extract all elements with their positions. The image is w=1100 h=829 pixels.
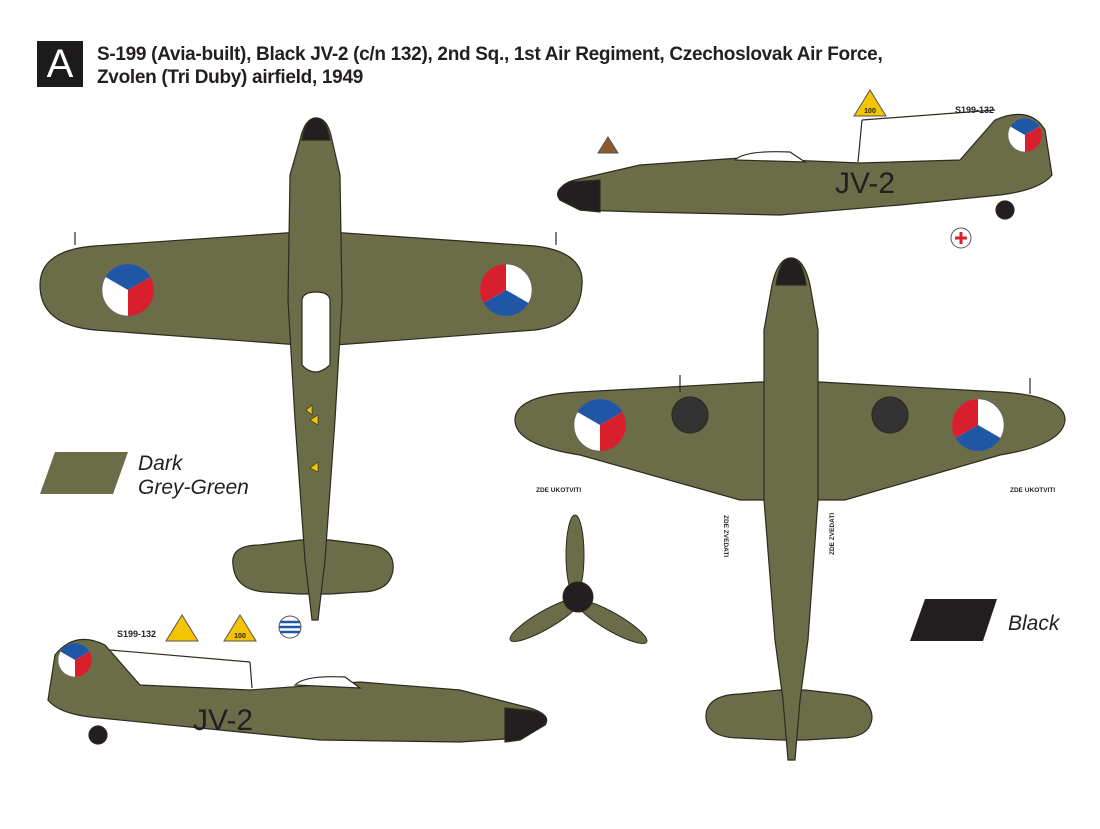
underside-view-aircraft	[514, 257, 1066, 761]
roundel-left-wing-under	[573, 398, 627, 452]
fuselage-code-right: JV-2	[835, 167, 895, 200]
roundel-left-wing-top	[101, 263, 155, 317]
lift-point-label-left: ZDE ZVEDATI	[722, 515, 729, 557]
tail-roundel-left	[57, 642, 93, 678]
octane-100-triangle-right	[853, 89, 887, 117]
fuselage-code-left: JV-2	[193, 704, 253, 737]
roundel-right-wing-under	[951, 398, 1005, 452]
first-aid-cross-icon	[950, 227, 972, 249]
side-view-left-aircraft	[47, 638, 548, 745]
swatch-label-line2: Grey-Green	[138, 476, 249, 499]
swatch-label-dark-grey-green: Dark Grey-Green	[138, 452, 249, 500]
lift-point-label-right: ZDE ZVEDATI	[829, 513, 836, 555]
roundel-right-wing-top	[479, 263, 533, 317]
propeller	[509, 514, 648, 644]
brown-triangle-marking	[597, 136, 619, 154]
octane-label-right: 100	[864, 108, 876, 115]
swatch-label-black: Black	[1008, 612, 1060, 635]
striped-roundel-marking	[278, 615, 302, 639]
profile-title-line2: Zvolen (Tri Duby) airfield, 1949	[97, 67, 363, 88]
swatch-dark-grey-green	[40, 452, 128, 494]
octane-label-left: 100	[234, 633, 246, 640]
octane-100-triangle-left	[223, 614, 257, 642]
yellow-triangle-marking	[165, 614, 199, 642]
top-view-aircraft	[39, 117, 583, 621]
tail-roundel-right	[1007, 117, 1043, 153]
profile-title-line1: S-199 (Avia-built), Black JV-2 (c/n 132)…	[97, 44, 883, 65]
serial-label-left: S199-132	[117, 629, 156, 639]
swatch-black	[910, 599, 997, 641]
tiedown-label-right: ZDE UKOTVITI	[1010, 487, 1055, 494]
profile-letter-badge: A	[37, 41, 83, 87]
side-view-right-aircraft	[557, 109, 1053, 220]
serial-label-right: S199-132	[955, 105, 994, 115]
tiedown-label-left: ZDE UKOTVITI	[536, 487, 581, 494]
swatch-label-line1: Dark	[138, 452, 183, 475]
